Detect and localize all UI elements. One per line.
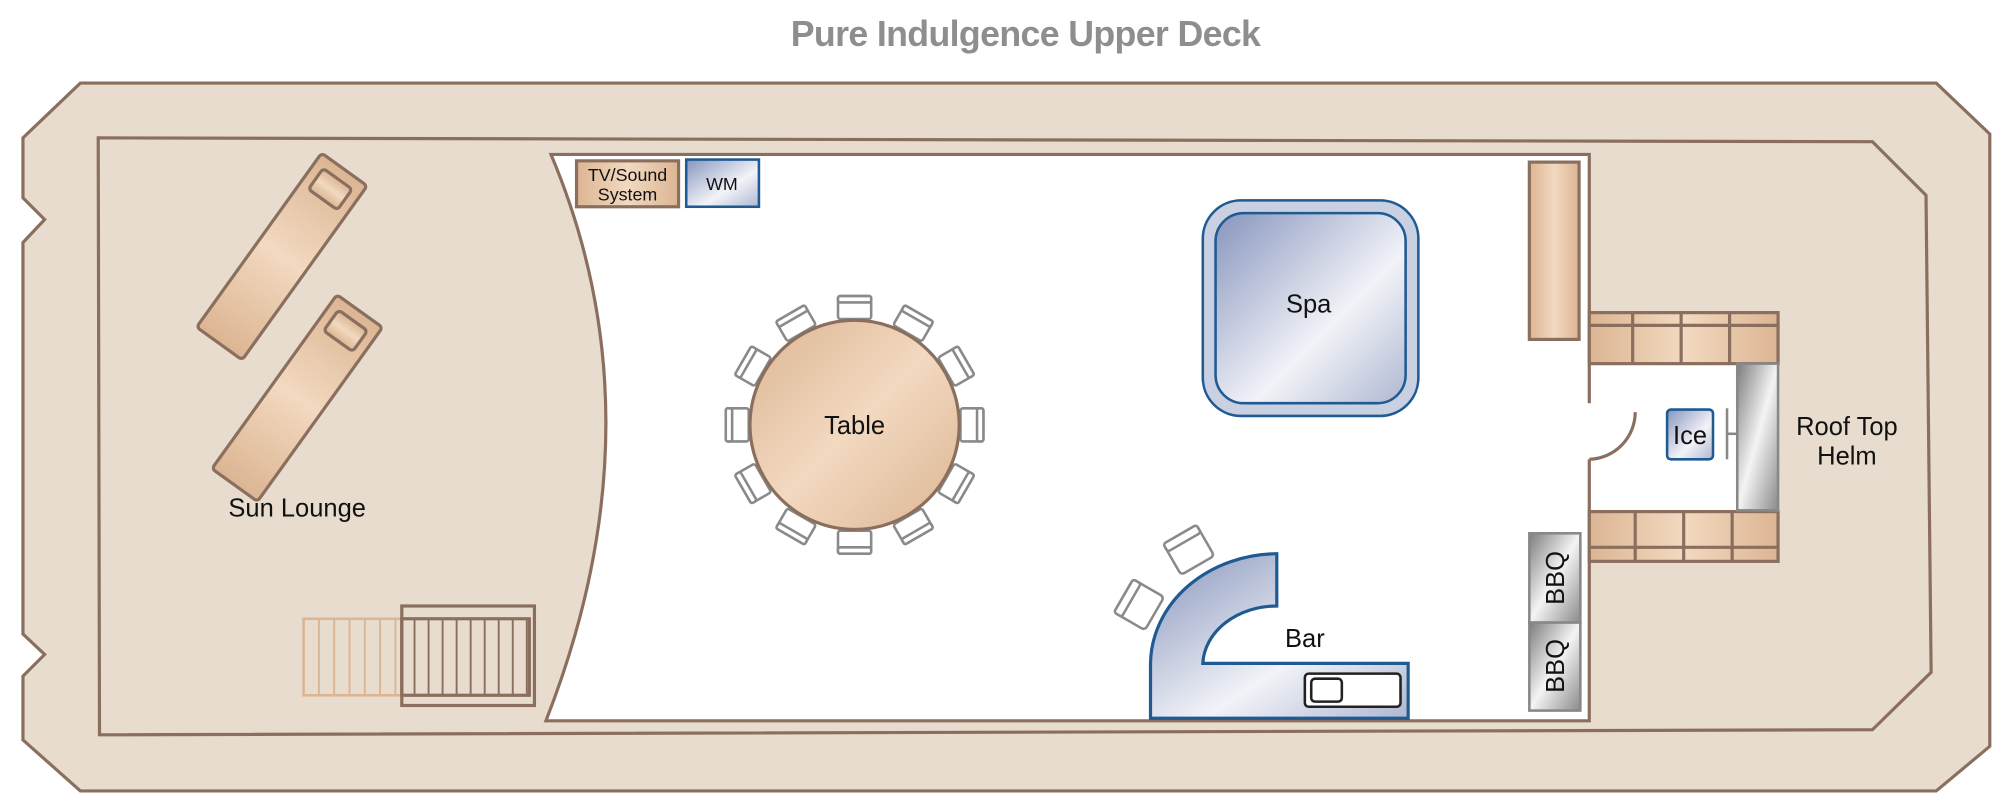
helm-nook [1586,362,1738,513]
washing-machine [684,158,761,209]
chair [734,463,772,505]
helm-bench-bottom [1587,510,1780,563]
sun-lounger-2 [211,294,383,502]
bbq-2: BBQ [1528,621,1582,712]
chair [724,407,750,443]
tv-label-line1: TV/Sound [588,165,667,185]
chair [775,507,817,546]
spa-label: Spa [1286,291,1332,319]
dining-table [748,318,961,532]
page-title: Pure Indulgence Upper Deck [791,14,1261,54]
tv-sound-system [574,159,681,209]
sun-lounge-label: Sun Lounge [228,495,366,523]
table-label: Table [824,412,885,440]
door-swing[interactable] [1589,412,1637,461]
bar-stool-1 [1162,524,1215,575]
helm-console [1735,362,1780,512]
cabin-area [543,152,1591,723]
chair [836,294,873,321]
stairs[interactable] [302,604,537,708]
bbq-1: BBQ [1528,532,1582,624]
bbq-label: BBQ [1542,551,1570,605]
ice-maker [1665,408,1715,461]
chair [959,407,985,443]
helm-bench-top [1587,311,1780,366]
chair [937,463,976,505]
side-bench [1527,160,1581,342]
chair [836,529,873,555]
tv-label-line2: System [598,184,657,204]
bar-label: Bar [1285,625,1325,653]
chair [892,507,934,546]
helm-label-line2: Helm [1817,442,1877,470]
wm-label: WM [706,174,738,194]
helm-label-line1: Roof Top [1796,413,1898,441]
ice-label: Ice [1673,422,1707,450]
bar-stool-2 [1113,578,1164,631]
sun-lounger-1 [196,153,368,360]
deck-inner-line [96,136,1933,737]
bbq-label: BBQ [1542,639,1570,693]
